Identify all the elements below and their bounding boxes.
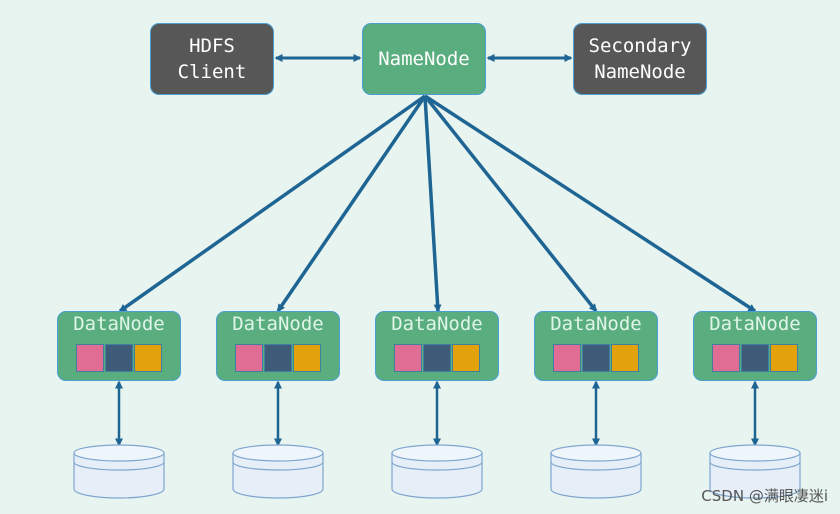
namenode-datanode-1-arrow [118,94,427,313]
namenode: NameNode [362,23,486,95]
hdfs-client-label-line2: Client [177,61,247,83]
data-block-navy [105,344,133,372]
datanode-5-blocks [712,344,798,372]
secondary-namenode: Secondary NameNode [573,23,707,95]
datanode-2-blocks [235,344,321,372]
datanode-1-blocks [76,344,162,372]
data-block-orange [611,344,639,372]
data-block-navy [582,344,610,372]
disk-storage-icon-2 [232,444,324,499]
secondary-namenode-label-line2: NameNode [594,61,686,83]
data-block-navy [423,344,451,372]
disk-storage-icon-4 [550,444,642,499]
datanode-1-label: DataNode [73,313,165,335]
data-block-pink [76,344,104,372]
hdfs-client-node: HDFS Client [150,23,274,95]
data-block-pink [553,344,581,372]
data-block-navy [741,344,769,372]
data-block-pink [235,344,263,372]
datanode-4: DataNode [534,311,658,381]
data-block-orange [134,344,162,372]
data-block-pink [394,344,422,372]
disk-storage-icon-1 [73,444,165,499]
datanode-1: DataNode [57,311,181,381]
datanode-2-label: DataNode [232,313,324,335]
data-block-pink [712,344,740,372]
namenode-datanode-4-arrow [423,94,598,313]
namenode-datanode-5-arrow [424,94,757,313]
disk-storage-icon-5 [709,444,801,499]
data-block-orange [452,344,480,372]
datanode-3-blocks [394,344,480,372]
hdfs-client-label-line1: HDFS [189,35,235,57]
datanode-3-label: DataNode [391,313,483,335]
data-block-orange [293,344,321,372]
secondary-namenode-label-line1: Secondary [588,35,692,57]
datanode-2: DataNode [216,311,340,381]
datanode-4-label: DataNode [550,313,642,335]
data-block-navy [264,344,292,372]
namenode-label: NameNode [378,48,470,70]
disk-storage-icon-3 [391,444,483,499]
datanode-5: DataNode [693,311,817,381]
watermark-text: CSDN @满眼凄迷i [701,487,828,505]
datanode-4-blocks [553,344,639,372]
datanode-5-label: DataNode [709,313,801,335]
namenode-datanode-2-arrow [276,95,427,313]
data-block-orange [770,344,798,372]
namenode-datanode-3-arrow [423,95,442,313]
datanode-3: DataNode [375,311,499,381]
